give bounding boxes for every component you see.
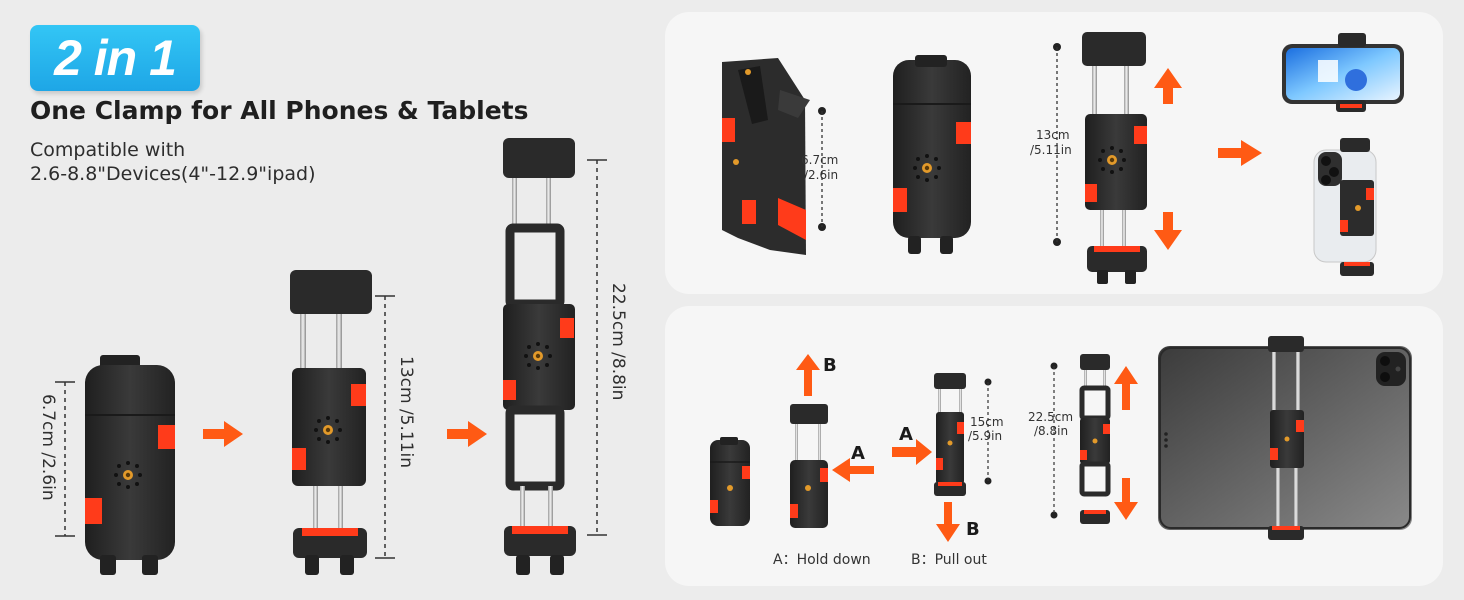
badge-text: 2 in 1 (54, 30, 177, 86)
angled-dimension-line (818, 107, 826, 231)
compat-line-2: 2.6-8.8"Devices(4"-12.9"ipad) (30, 163, 316, 185)
phone-extended-clamp (290, 270, 372, 575)
caption-pull-out: B：Pull out (911, 552, 987, 568)
landscape-phone-mounted (1282, 33, 1404, 112)
arrow-right-icon (892, 439, 932, 465)
closed-clamp (85, 355, 175, 575)
small-tablet-clamp (1079, 354, 1111, 524)
compat-line-1: Compatible with (30, 139, 186, 161)
mid-extended-clamp (934, 373, 966, 496)
mid-dim-top: 15cm (970, 415, 1004, 429)
mid-dimension-line (984, 378, 992, 485)
arrow-down-icon (936, 502, 960, 542)
small-closed-clamp (710, 437, 750, 526)
two-in-one-badge: 2 in 1 (30, 25, 200, 91)
extended-dim-bot: /5.11in (1030, 143, 1072, 157)
tablet-length-dimension-line (1050, 362, 1058, 519)
tablet-dim-label: 22.5cm /8.8in (608, 283, 628, 401)
letter-a-left: A (899, 424, 913, 445)
angled-dim-bot: /2.6in (804, 168, 839, 182)
angled-dim-top: 6.7cm (801, 153, 839, 167)
portrait-phone-mounted (1313, 138, 1377, 276)
letter-b-lower: B (966, 519, 980, 540)
arrow-right-icon (447, 421, 487, 447)
arrow-left-icon (832, 458, 874, 482)
arrow-down-icon (1154, 212, 1182, 250)
extended-dimension-line (1053, 43, 1061, 246)
arrow-up-icon (1154, 68, 1182, 104)
extended-phone-clamp-top (1082, 32, 1147, 284)
headline: One Clamp for All Phones & Tablets (30, 96, 529, 125)
front-closed-clamp (893, 55, 971, 254)
phone-dim-label: 13cm /5.11in (396, 356, 416, 469)
phone-dimension-line (375, 295, 395, 559)
arrow-down-icon (1114, 478, 1138, 520)
closed-dim-label: 6.7cm /2.6in (38, 394, 58, 501)
half-open-clamp (790, 404, 828, 528)
mid-dim-bot: /5.9in (968, 429, 1003, 443)
extended-dim-top: 13cm (1036, 128, 1070, 142)
tablet-extended-clamp (503, 138, 576, 575)
tab-dim-top: 22.5cm (1028, 410, 1074, 424)
tab-dim-bot: /8.8in (1034, 424, 1069, 438)
arrow-right-icon (203, 421, 243, 447)
letter-b-upper: B (823, 355, 837, 376)
tablet-dimension-line (587, 159, 607, 536)
arrow-up-icon (1114, 366, 1138, 410)
angled-clamp (722, 58, 810, 255)
closed-dimension-line (55, 381, 75, 537)
caption-hold-down: A：Hold down (773, 552, 871, 568)
tablet-mounted (1158, 336, 1412, 540)
letter-a-right: A (851, 443, 865, 464)
arrow-right-icon (1218, 140, 1262, 166)
arrow-up-icon (796, 354, 820, 396)
